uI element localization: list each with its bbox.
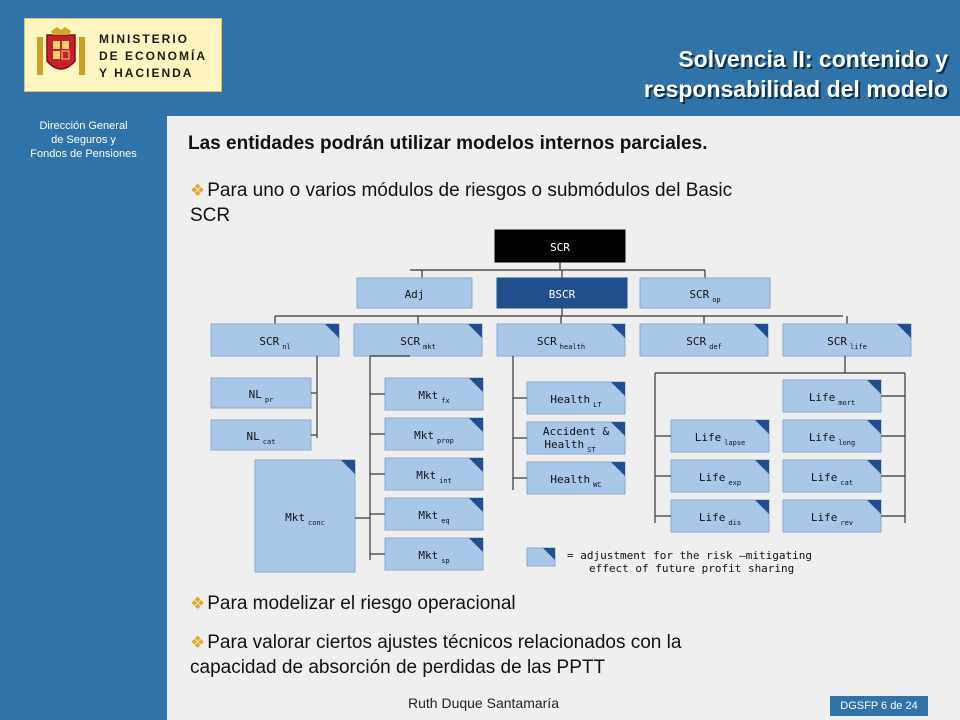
adjustment-marker — [469, 418, 483, 432]
bullet-text-cont: SCR — [190, 205, 231, 226]
department-name: Dirección General de Seguros y Fondos de… — [30, 120, 137, 160]
adjustment-marker — [867, 460, 881, 474]
adjustment-marker — [613, 278, 627, 292]
title-line-2: responsabilidad del modelo — [643, 76, 948, 102]
node-box — [782, 499, 882, 533]
node-box — [210, 419, 312, 451]
content-area — [167, 116, 960, 720]
coat-of-arms-icon — [37, 27, 85, 75]
adjustment-marker — [469, 378, 483, 392]
node-box — [353, 323, 483, 357]
node-box — [639, 323, 769, 357]
sidebar — [0, 116, 167, 720]
bullet-item: ❖Para modelizar el riesgo operacional — [190, 591, 516, 616]
node-box — [384, 497, 484, 531]
adjustment-marker — [867, 380, 881, 394]
ministry-name: MINISTERIO DE ECONOMÍA Y HACIENDA — [99, 32, 208, 80]
bullet-item: ❖Para uno o varios módulos de riesgos o … — [190, 178, 732, 228]
page-title: Solvencia II: contenido y responsabilida… — [428, 44, 948, 104]
legend-marker — [543, 548, 555, 560]
node-box — [670, 459, 770, 493]
diamond-bullet-icon: ❖ — [190, 594, 206, 613]
node-box — [384, 537, 484, 571]
node-box — [782, 379, 882, 413]
legend-text-line-1: = adjustment for the risk –mitigating — [567, 549, 812, 562]
adjustment-marker — [754, 324, 768, 338]
adjustment-marker — [325, 324, 339, 338]
diamond-bullet-icon: ❖ — [190, 181, 206, 200]
bullet-text: Para uno o varios módulos de riesgos o s… — [207, 180, 733, 201]
bullet-text: Para valorar ciertos ajustes técnicos re… — [207, 632, 682, 653]
legend-text-line-2: effect of future profit sharing — [589, 562, 794, 575]
node-box — [210, 323, 340, 357]
node-label: BSCR — [549, 288, 576, 301]
section-heading: Las entidades podrán utilizar modelos in… — [188, 133, 708, 154]
adjustment-marker — [468, 324, 482, 338]
node-box — [496, 323, 626, 357]
node-box — [356, 277, 473, 309]
title-line-1: Solvencia II: contenido y — [678, 46, 948, 72]
node-box — [526, 421, 626, 455]
adjustment-marker — [611, 324, 625, 338]
bullet-text-cont: capacidad de absorción de perdidas de la… — [190, 657, 606, 678]
adjustment-marker — [755, 420, 769, 434]
node-label: SCR — [550, 241, 570, 254]
node-box — [384, 417, 484, 451]
node-box — [210, 377, 312, 409]
adjustment-marker — [469, 458, 483, 472]
node-box — [384, 377, 484, 411]
node-box — [782, 419, 882, 453]
footer-author: Ruth Duque Santamaría — [408, 695, 559, 711]
adjustment-marker — [611, 462, 625, 476]
node-box — [639, 277, 771, 309]
node-label: Adj — [405, 288, 425, 301]
node-box — [254, 459, 356, 573]
node-box — [496, 277, 628, 309]
adjustment-marker — [755, 500, 769, 514]
adjustment-marker — [611, 382, 625, 396]
adjustment-marker — [341, 460, 355, 474]
node-box — [384, 457, 484, 491]
adjustment-marker — [755, 460, 769, 474]
bullet-text: Para modelizar el riesgo operacional — [207, 593, 516, 614]
adjustment-marker — [611, 422, 625, 436]
node-box — [782, 459, 882, 493]
page-number: DGSFP 6 de 24 — [830, 696, 928, 716]
adjustment-marker — [867, 420, 881, 434]
adjustment-marker — [867, 500, 881, 514]
diamond-bullet-icon: ❖ — [190, 633, 206, 652]
bullet-item: ❖Para valorar ciertos ajustes técnicos r… — [190, 630, 681, 680]
ministry-logo: MINISTERIO DE ECONOMÍA Y HACIENDA — [24, 18, 222, 92]
node-box — [526, 461, 626, 495]
node-box — [782, 323, 912, 357]
adjustment-marker — [469, 538, 483, 552]
adjustment-marker — [897, 324, 911, 338]
adjustment-marker — [469, 498, 483, 512]
